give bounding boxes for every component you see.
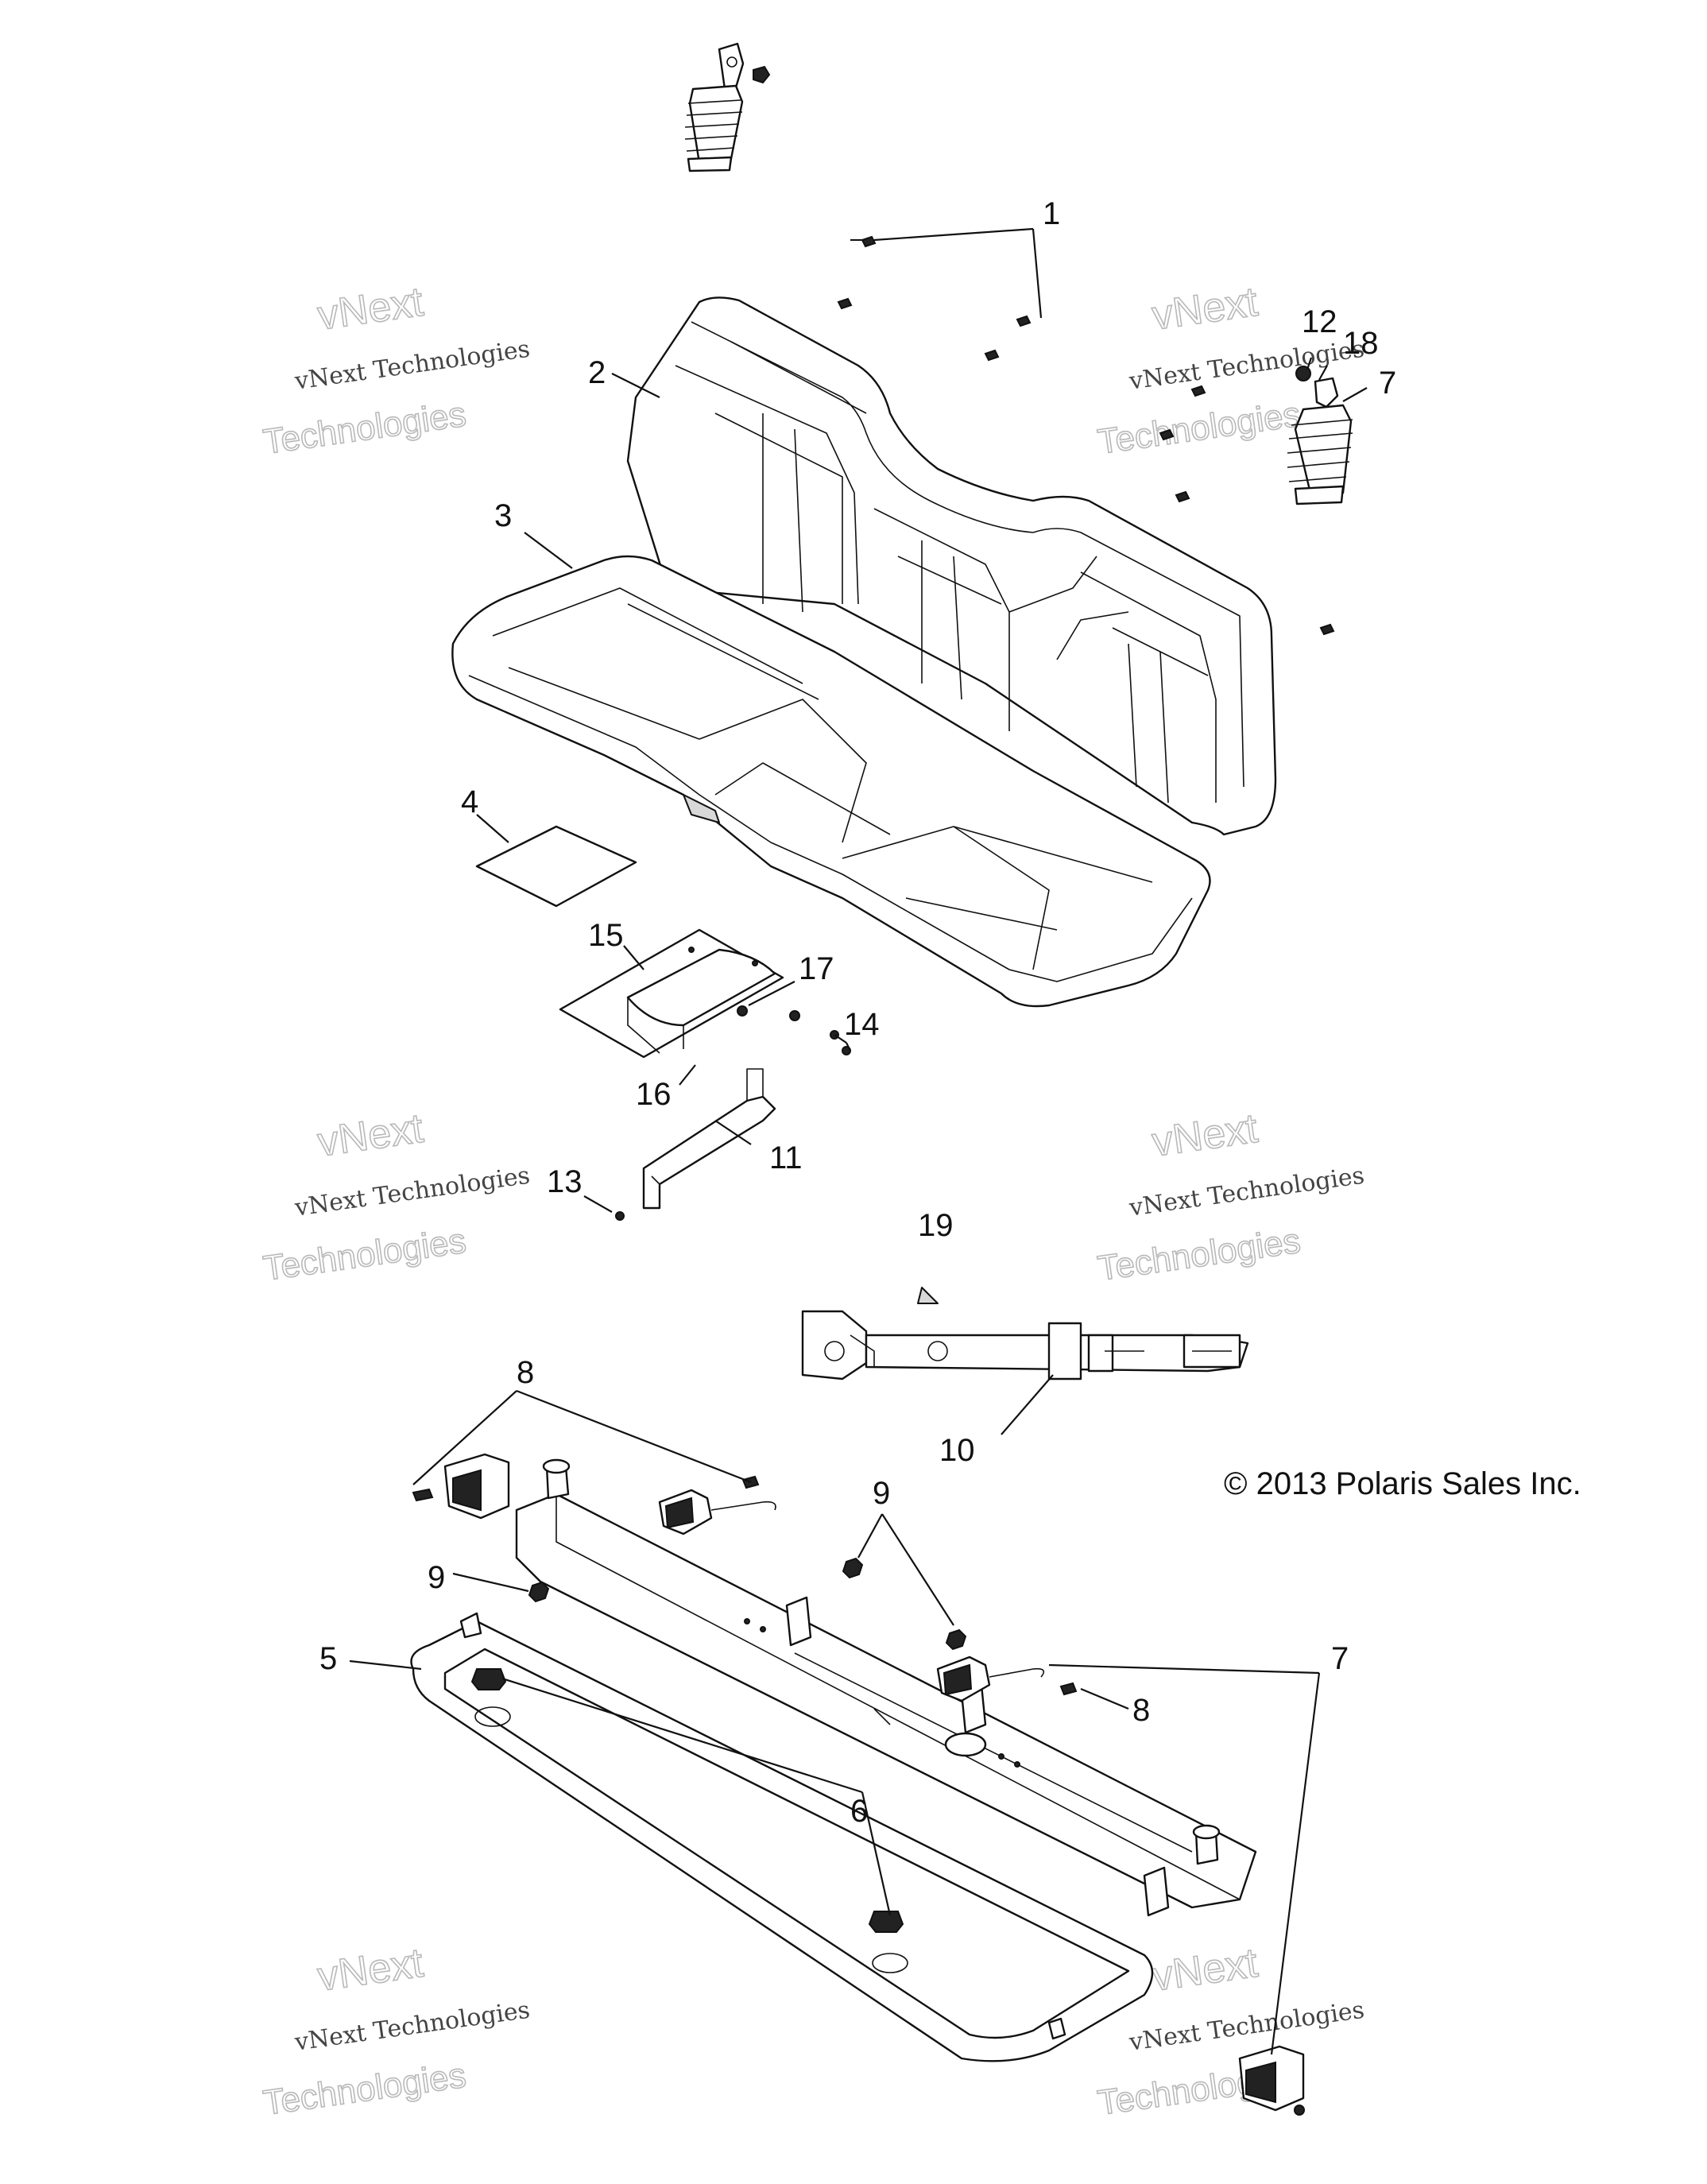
spring-bumper-right — [1287, 366, 1353, 505]
callout-label: 8 — [517, 1355, 534, 1390]
callout-label: 6 — [850, 1794, 868, 1829]
seat-belt — [801, 1287, 1249, 1380]
watermark-text: vNext Technologies — [292, 335, 532, 396]
callout-label: 8 — [1132, 1693, 1150, 1728]
watermark-bottom-left: vNext vNext Technologies Technologies — [260, 1939, 532, 2124]
watermark-text: vNext Technologies — [292, 1162, 532, 1222]
callout-label: 3 — [494, 498, 512, 533]
watermark-text: Technologies — [261, 395, 468, 462]
callout-label: 9 — [428, 1560, 445, 1595]
callout-label: 4 — [461, 784, 478, 819]
callout-labels: 1 2 3 4 15 17 14 16 11 13 12 18 7 19 10 … — [319, 196, 1396, 1829]
leader-lines — [349, 227, 1368, 2055]
callout-label: 13 — [547, 1164, 583, 1199]
callout-label: 12 — [1302, 304, 1337, 339]
watermark-top-left: vNext vNext Technologies Technologies — [260, 278, 532, 463]
watermark-mid-right: vNext vNext Technologies Technologies — [1094, 1105, 1366, 1289]
spring-bumper-top — [684, 42, 771, 172]
callout-label: 5 — [319, 1641, 337, 1676]
watermark-text: Technologies — [1095, 1222, 1303, 1288]
seat-cushion — [451, 555, 1211, 1008]
callout-label: 15 — [588, 918, 624, 953]
nuts — [528, 1557, 967, 1651]
callout-label: 11 — [769, 1140, 803, 1175]
callout-label: 14 — [844, 1007, 880, 1042]
callout-label: 17 — [799, 951, 834, 986]
seat-bracket — [642, 1068, 776, 1210]
fasteners — [615, 235, 1335, 1221]
watermark-text: vNext — [1149, 1940, 1260, 2000]
watermark-mid-left: vNext vNext Technologies Technologies — [260, 1105, 532, 1289]
watermark-text: Technologies — [1095, 395, 1303, 462]
rubber-grommets — [470, 1668, 904, 1933]
callout-label: 10 — [939, 1433, 975, 1468]
seat-base-frame — [410, 1612, 1154, 2062]
callout-label: 18 — [1343, 326, 1379, 361]
callout-label: 7 — [1379, 366, 1396, 401]
seat-bumper-pad — [559, 928, 784, 1059]
seat-backrest — [626, 296, 1277, 836]
watermark-text: vNext Technologies — [1127, 1996, 1366, 2057]
watermark-text: vNext — [1149, 1106, 1260, 1166]
callout-label: 1 — [1043, 196, 1060, 231]
watermark-text: vNext Technologies — [292, 1996, 532, 2057]
callout-label: 2 — [588, 355, 606, 390]
watermark-text: Technologies — [261, 1222, 468, 1288]
seat-belt-buckles — [412, 1453, 1305, 2116]
callout-label: 9 — [873, 1476, 890, 1511]
watermark-text: Technologies — [261, 2056, 468, 2123]
watermark-text: vNext — [1149, 279, 1260, 339]
copyright-notice: © 2013 Polaris Sales Inc. — [1224, 1466, 1581, 1501]
warning-label — [475, 825, 637, 908]
callout-label: 7 — [1331, 1641, 1349, 1676]
watermark-text: vNext — [315, 1106, 426, 1166]
watermark-text: vNext — [315, 279, 426, 339]
watermark-text: vNext Technologies — [1127, 1162, 1366, 1222]
callout-label: 16 — [636, 1077, 672, 1112]
callout-label: 19 — [918, 1208, 954, 1243]
watermark-text: vNext — [315, 1940, 426, 2000]
